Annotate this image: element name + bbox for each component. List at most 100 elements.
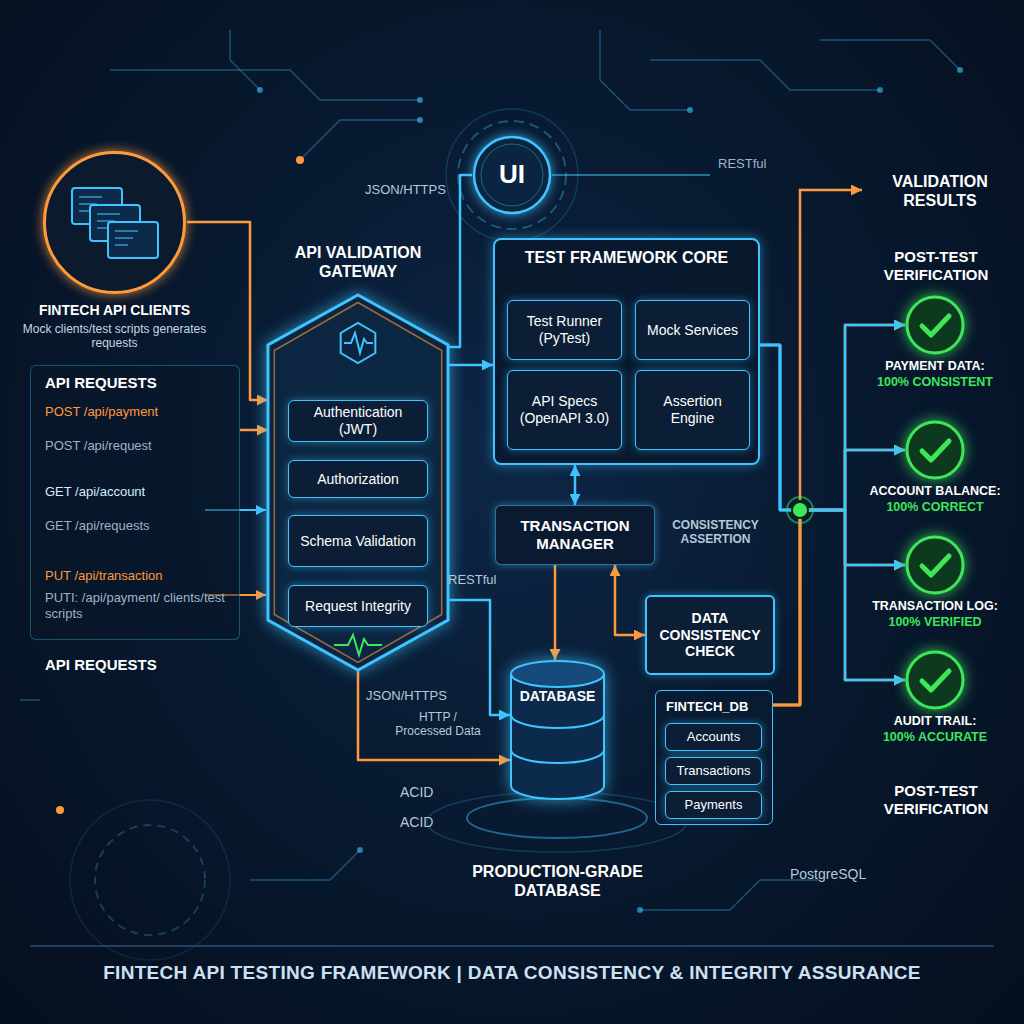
- connector: [554, 565, 557, 660]
- node-text: ACCOUNT BALANCE:: [860, 484, 1010, 499]
- decor-graphic: [20, 30, 960, 910]
- decor-graphic: [510, 660, 605, 800]
- node-text: API REQUESTS: [45, 374, 235, 392]
- node-text: DATABASE: [510, 688, 605, 705]
- decor-graphic: [922, 316, 949, 335]
- node-text: Payments: [685, 797, 743, 813]
- decor-graphic: [108, 222, 158, 258]
- decor-graphic: [334, 635, 382, 655]
- process-box: Assertion Engine: [635, 370, 750, 450]
- node-text: Accounts: [687, 729, 740, 745]
- node-subtext: 100% CONSISTENT: [860, 375, 1010, 390]
- decor-graphic: [344, 333, 373, 353]
- node-subtext: Mock clients/test scripts generates requ…: [22, 322, 207, 351]
- decor-graphic: [637, 907, 643, 913]
- table-box: Payments: [665, 791, 762, 819]
- connector: [448, 600, 510, 715]
- process-box: Mock Services: [635, 300, 750, 360]
- decor-graphic: [922, 556, 949, 575]
- decor-graphic: [800, 190, 862, 500]
- decor-graphic: [458, 121, 566, 229]
- node-text: API VALIDATION GATEWAY: [273, 243, 443, 281]
- decor-graphic: [905, 650, 965, 710]
- node-text: Mock Services: [647, 322, 738, 339]
- decor-graphic: [552, 174, 710, 176]
- decor-graphic: [115, 244, 128, 246]
- decor-graphic: [907, 422, 963, 478]
- table-box: Accounts: [665, 723, 762, 751]
- decor-graphic: [341, 323, 376, 363]
- decor-graphic: [417, 117, 423, 123]
- node-text: FINTECH_DB: [666, 699, 766, 715]
- node-text: Assertion Engine: [642, 393, 743, 427]
- decor-graphic: [792, 502, 808, 518]
- process-box: Authorization: [288, 460, 428, 498]
- gateway-hexagon: API VALIDATION GATEWAYAuthentication (JW…: [268, 295, 448, 670]
- decor-graphic: [922, 671, 949, 690]
- node-subtext: API REQUESTS: [45, 656, 235, 674]
- decor-graphic: [115, 237, 133, 239]
- diagram-label: CONSISTENCY ASSERTION: [663, 518, 768, 547]
- process-box: API Specs (OpenAPI 3.0): [507, 370, 622, 450]
- diagram-label: RESTful: [718, 156, 788, 172]
- node-text: Schema Validation: [300, 533, 416, 550]
- node-text: TRANSACTION LOG:: [860, 599, 1010, 614]
- node-subtext: GET /api/account: [45, 484, 235, 500]
- decor-graphic: [70, 800, 230, 960]
- client-circle: FINTECH API CLIENTSMock clients/test scr…: [42, 150, 187, 295]
- decor-graphic: [511, 750, 604, 763]
- node-text: TEST FRAMEWORK CORE: [495, 248, 758, 267]
- node-text: FINTECH API CLIENTS: [22, 302, 207, 319]
- decor-graphic: [600, 30, 690, 110]
- request-panel: API REQUESTSPOST /api/paymentPOST /api/r…: [30, 365, 240, 640]
- connector: [760, 345, 905, 680]
- decor-graphic: [56, 806, 64, 814]
- node-subtext: POST /api/payment: [45, 404, 235, 420]
- decor-graphic: [274, 302, 441, 662]
- decor-graphic: [481, 144, 543, 206]
- decor-graphic: [97, 213, 120, 215]
- diagram-label: POST-TEST VERIFICATION: [866, 782, 1006, 818]
- decor-graphic: [296, 156, 304, 164]
- node-text: UI: [499, 159, 525, 190]
- decor-graphic: [42, 150, 187, 295]
- decor-graphic: [474, 137, 550, 213]
- decor-graphic: [511, 674, 604, 799]
- process-box: Test Runner (PyTest): [507, 300, 622, 360]
- decor-graphic: [511, 715, 604, 728]
- diagram-label: ACID: [400, 814, 460, 831]
- node-text: DATA CONSISTENCY CHECK: [653, 610, 767, 660]
- check-circle: AUDIT TRAIL:100% ACCURATE: [905, 650, 965, 710]
- decor-graphic: [20, 699, 40, 701]
- connector: [358, 670, 510, 760]
- node-subtext: GET /api/requests: [45, 518, 235, 534]
- db-panel: FINTECH_DB AccountsTransactionsPayments: [655, 690, 773, 825]
- connector: [574, 465, 577, 505]
- decor-graphic: [115, 230, 138, 232]
- connector: [240, 429, 268, 432]
- decor-graphic: [905, 535, 965, 595]
- decor-graphic: [45, 153, 185, 293]
- node-text: Authorization: [317, 471, 399, 488]
- decor-graphic: [417, 97, 423, 103]
- diagram-label: JSON/HTTPS: [366, 688, 456, 704]
- node-subtext: PRODUCTION-GRADE DATABASE: [450, 862, 665, 900]
- diagram-label: HTTP / Processed Data: [394, 710, 482, 739]
- node-text: Transactions: [677, 763, 751, 779]
- decor-graphic: [257, 67, 963, 913]
- decor-graphic: [230, 30, 260, 90]
- process-box: Request Integrity: [288, 585, 428, 627]
- caption: FINTECH API TESTING FRAMEWORK | DATA CON…: [30, 962, 994, 985]
- node-text: API Specs (OpenAPI 3.0): [514, 393, 615, 427]
- table-box: Transactions: [665, 757, 762, 785]
- connector: [448, 175, 472, 347]
- check-circle: TRANSACTION LOG:100% VERIFIED: [905, 535, 965, 595]
- node-subtext: PUTI: /api/payment/ clients/test scripts: [45, 590, 235, 621]
- decor-graphic: [905, 420, 965, 480]
- node-subtext: PUT /api/transaction: [45, 568, 235, 584]
- diagram-label: ACID: [400, 784, 460, 801]
- diagram-label: JSON/HTTPS: [365, 182, 455, 198]
- diagram-label: RESTful: [448, 572, 508, 588]
- decor-graphic: [877, 87, 883, 93]
- decor-graphic: [787, 497, 813, 523]
